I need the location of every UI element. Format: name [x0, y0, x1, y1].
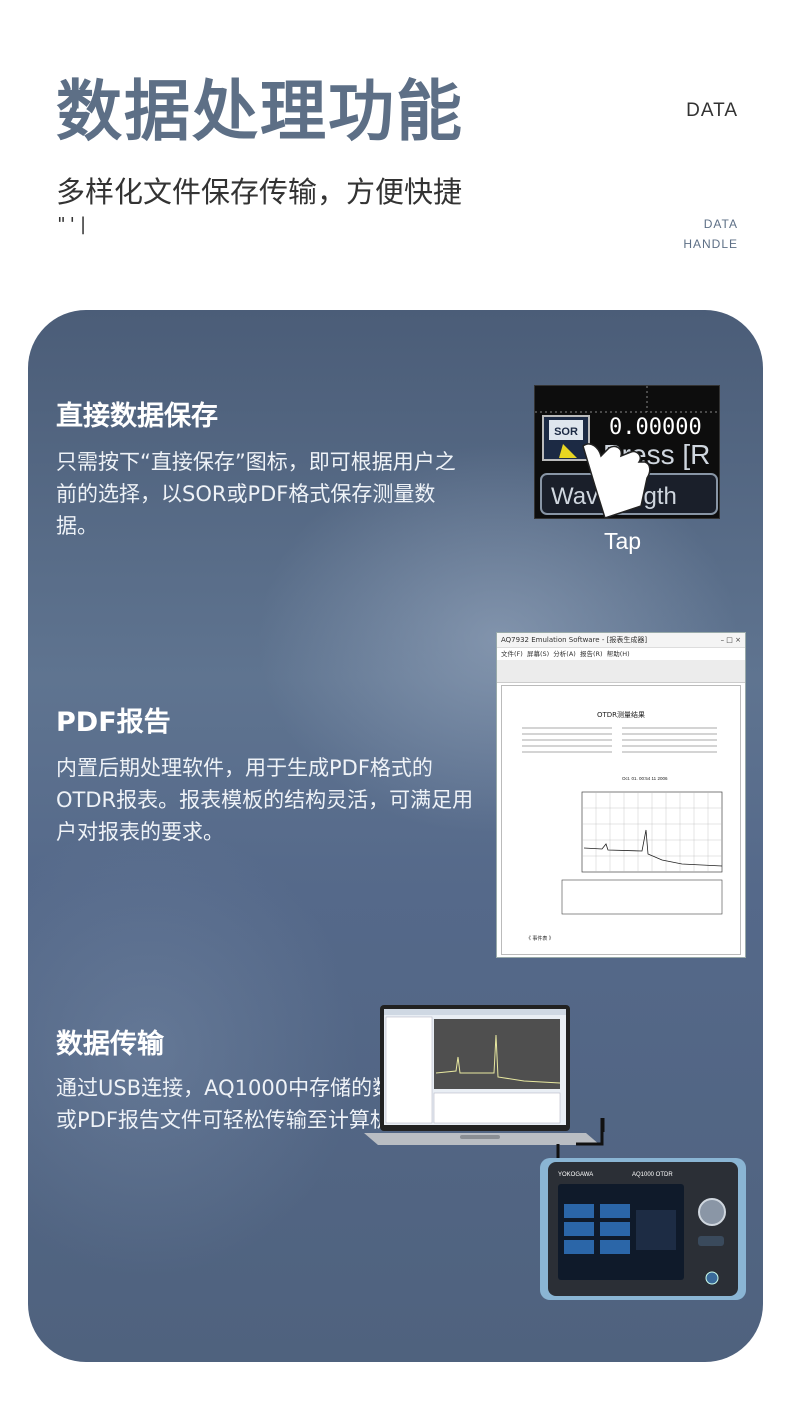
- tap-caption: Tap: [604, 528, 642, 554]
- window-titlebar: AQ7932 Emulation Software - [报表生成器] – □ …: [497, 633, 745, 648]
- device-brand: YOKOGAWA: [558, 1172, 593, 1178]
- laptop-image: [364, 1005, 604, 1153]
- page-subtitle: 多样化文件保存传输，方便快捷: [56, 175, 463, 209]
- section-title-pdf-report: PDF报告: [56, 707, 171, 738]
- section-title-direct-save: 直接数据保存: [56, 401, 218, 432]
- report-title: OTDR测量结果: [596, 711, 646, 719]
- report-chart-graphic: Oct. 01. 00:54 11 2006 《 事件表 》: [522, 727, 723, 942]
- english-label-sub: DATA HANDLE: [683, 214, 738, 254]
- sor-icon-label: SOR: [554, 426, 578, 438]
- section-title-data-transfer: 数据传输: [56, 1029, 164, 1060]
- device-model: AQ1000 OTDR: [632, 1172, 673, 1178]
- tap-screenshot: SOR 0.00000 Press [R Wavelength: [534, 385, 720, 519]
- toolbar: [497, 660, 745, 683]
- menu-bar: 文件(F) 屏幕(S) 分析(A) 报告(R) 帮助(H): [497, 648, 745, 660]
- report-date: Oct. 01. 00:54 11 2006: [622, 776, 668, 781]
- report-footer: 《 事件表 》: [526, 935, 554, 942]
- english-sub-line-2: HANDLE: [683, 237, 738, 251]
- report-page: OTDR测量结果 Oct. 01. 00:54 11 2006: [501, 685, 741, 955]
- window-title: AQ7932 Emulation Software - [报表生成器]: [501, 636, 648, 644]
- menu-screen[interactable]: 屏幕(S): [526, 650, 550, 658]
- otdr-device-image: YOKOGAWA AQ1000 OTDR: [540, 1158, 746, 1300]
- section-body-pdf-report: 内置后期处理软件，用于生成PDF格式的OTDR报表。报表模板的结构灵活，可满足用…: [56, 756, 474, 844]
- feature-card: 直接数据保存 只需按下“直接保存”图标，即可根据用户之前的选择，以SOR或PDF…: [28, 310, 763, 1362]
- page-title: 数据处理功能: [56, 73, 464, 150]
- pdf-report-window: AQ7932 Emulation Software - [报表生成器] – □ …: [496, 632, 746, 958]
- english-label-top: DATA: [686, 100, 738, 121]
- english-sub-line-1: DATA: [703, 217, 738, 231]
- menu-file[interactable]: 文件(F): [501, 650, 523, 658]
- power-button-icon: [705, 1271, 719, 1285]
- menu-analysis[interactable]: 分析(A): [553, 650, 576, 658]
- tap-value: 0.00000: [609, 415, 702, 440]
- quote-mark: "'|: [56, 214, 89, 235]
- device-dial-icon: [698, 1198, 726, 1226]
- menu-report[interactable]: 报告(R): [579, 650, 603, 658]
- section-body-direct-save: 只需按下“直接保存”图标，即可根据用户之前的选择，以SOR或PDF格式保存测量数…: [56, 450, 456, 538]
- hand-icon: [582, 443, 651, 518]
- window-controls-icon[interactable]: – □ ×: [720, 636, 741, 644]
- menu-help[interactable]: 帮助(H): [606, 650, 630, 658]
